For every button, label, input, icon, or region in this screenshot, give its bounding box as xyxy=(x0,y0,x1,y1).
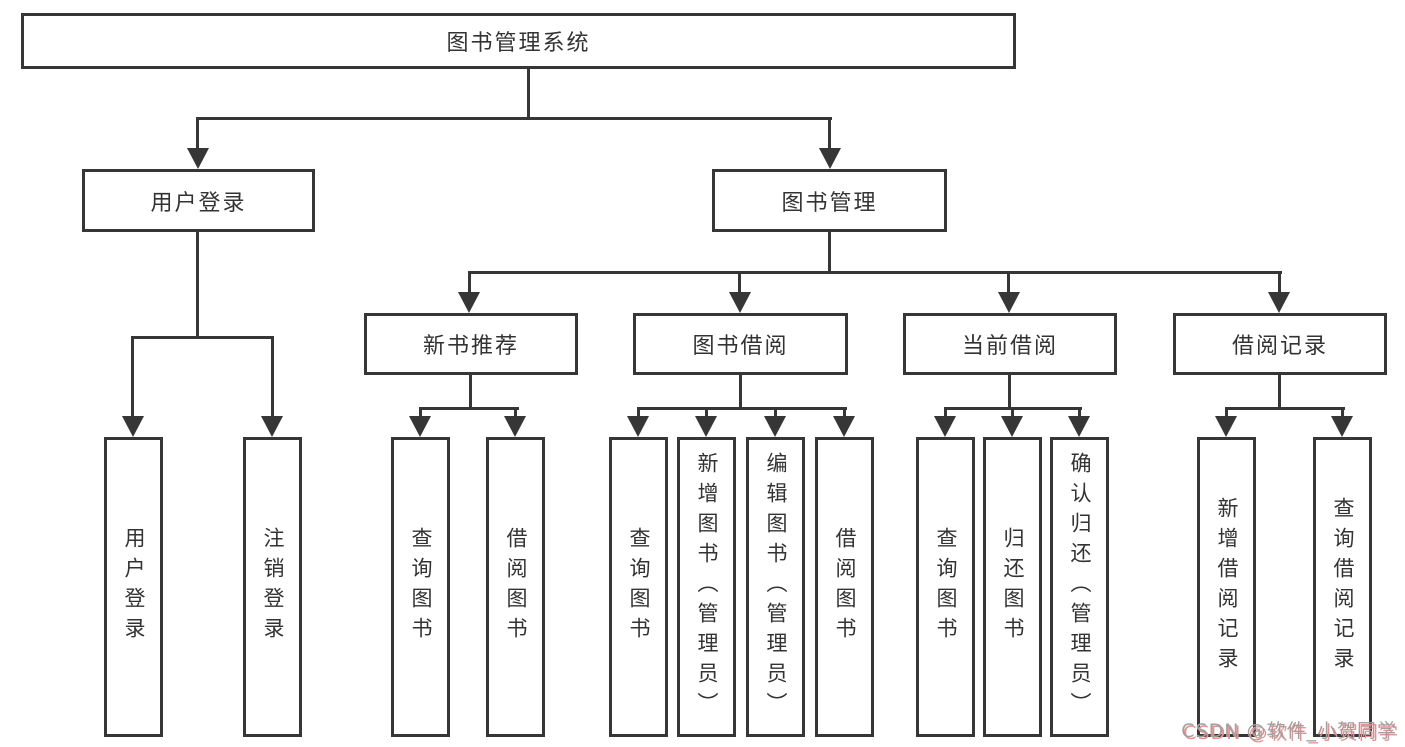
connector-book-mgmt-hline xyxy=(468,271,1282,274)
arrowhead-g3-leaf-2 xyxy=(1001,416,1023,437)
connector-book-mgmt-stem xyxy=(828,232,831,274)
connector-drop-current-borrow xyxy=(1007,271,1010,295)
csdn-watermark: CSDN @软件_小贺同学 xyxy=(1181,720,1397,742)
leaf-current-return-books: 归还图书 xyxy=(983,437,1042,737)
leaf-current-query-books: 查询图书 xyxy=(916,437,975,737)
connector-drop-book-mgmt xyxy=(828,117,831,151)
leaf-borrow-edit-books-admin: 编辑图书（管理员） xyxy=(746,437,805,737)
leaf-record-add-borrow-record: 新增借阅记录 xyxy=(1197,437,1256,737)
node-book-management: 图书管理 xyxy=(712,169,947,232)
connector-g1-drop-1 xyxy=(419,407,422,420)
connector-g2-drop-1 xyxy=(637,407,640,420)
arrowhead-g3-leaf-3 xyxy=(1068,416,1090,437)
connector-drop-book-borrow xyxy=(738,271,741,295)
arrowhead-g2-leaf-2 xyxy=(695,416,717,437)
arrowhead-g4-leaf-2 xyxy=(1331,416,1353,437)
leaf-current-confirm-return-admin: 确认归还（管理员） xyxy=(1050,437,1109,737)
arrowhead-g4-leaf-1 xyxy=(1215,416,1237,437)
leaf-borrow-add-books-admin: 新增图书（管理员） xyxy=(677,437,736,737)
connector-root-stem xyxy=(527,69,530,119)
arrowhead-book-mgmt xyxy=(819,148,841,169)
connector-drop-leaf-user-login xyxy=(131,336,134,418)
connector-g3-drop-1 xyxy=(944,407,947,420)
arrowhead-g2-leaf-3 xyxy=(764,416,786,437)
connector-g2-drop-2 xyxy=(705,407,708,420)
connector-drop-user-login xyxy=(196,117,199,151)
connector-g2-drop-4 xyxy=(843,407,846,420)
connector-root-hline xyxy=(196,117,832,120)
node-user-login: 用户登录 xyxy=(82,169,315,232)
arrowhead-borrow-record xyxy=(1268,292,1290,313)
connector-drop-borrow-record xyxy=(1278,271,1281,295)
arrowhead-current-borrow xyxy=(998,292,1020,313)
arrowhead-g2-leaf-4 xyxy=(833,416,855,437)
connector-g2-drop-3 xyxy=(774,407,777,420)
leaf-logout: 注销登录 xyxy=(243,437,302,737)
node-borrowing-records: 借阅记录 xyxy=(1173,313,1387,375)
leaf-borrow-query-books: 查询图书 xyxy=(609,437,668,737)
connector-drop-leaf-logout xyxy=(271,336,274,418)
leaf-user-login: 用户登录 xyxy=(104,437,163,737)
arrowhead-leaf-user-login xyxy=(122,416,144,437)
node-new-book-recommend: 新书推荐 xyxy=(364,313,578,375)
connector-g1-hline xyxy=(419,407,519,410)
arrowhead-leaf-logout xyxy=(261,416,283,437)
node-book-borrowing: 图书借阅 xyxy=(633,313,848,375)
connector-user-login-stem xyxy=(196,232,199,339)
node-library-management-system: 图书管理系统 xyxy=(21,13,1016,69)
arrowhead-book-borrow xyxy=(729,292,751,313)
connector-g1-stem xyxy=(469,375,472,410)
leaf-newbook-query-books: 查询图书 xyxy=(391,437,450,737)
arrowhead-g1-leaf-1 xyxy=(409,416,431,437)
leaf-record-query-borrow-record: 查询借阅记录 xyxy=(1313,437,1372,737)
arrowhead-user-login xyxy=(187,148,209,169)
connector-g1-drop-2 xyxy=(514,407,517,420)
connector-g2-hline xyxy=(637,407,847,410)
connector-g3-drop-2 xyxy=(1011,407,1014,420)
connector-drop-new-book xyxy=(468,271,471,295)
connector-g3-stem xyxy=(1008,375,1011,410)
connector-g4-stem xyxy=(1278,375,1281,410)
connector-g4-drop-1 xyxy=(1225,407,1228,420)
connector-g3-drop-3 xyxy=(1078,407,1081,420)
connector-g4-hline xyxy=(1225,407,1345,410)
node-current-borrowing: 当前借阅 xyxy=(903,313,1117,375)
arrowhead-g2-leaf-1 xyxy=(627,416,649,437)
arrowhead-g3-leaf-1 xyxy=(934,416,956,437)
connector-g4-drop-2 xyxy=(1341,407,1344,420)
connector-user-login-hline xyxy=(131,336,274,339)
arrowhead-g1-leaf-2 xyxy=(504,416,526,437)
connector-g2-stem xyxy=(739,375,742,410)
leaf-newbook-borrow-books: 借阅图书 xyxy=(486,437,545,737)
leaf-borrow-borrow-books: 借阅图书 xyxy=(815,437,874,737)
arrowhead-new-book xyxy=(458,292,480,313)
